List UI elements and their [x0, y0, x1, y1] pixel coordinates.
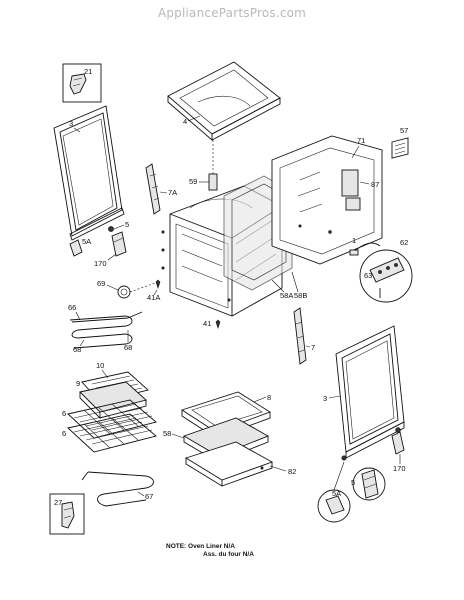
callout-3-right: 3	[323, 394, 327, 403]
part-62-terminal-block-inset[interactable]	[359, 249, 413, 303]
note-line-1: NOTE: Oven Liner N/A	[166, 543, 235, 550]
part-41-screw[interactable]	[215, 319, 221, 329]
callout-10: 10	[96, 361, 104, 370]
part-7A-side-bracket[interactable]	[145, 163, 161, 215]
callout-6-a: 6	[62, 409, 66, 418]
part-5A-hinge-receiver-left[interactable]	[69, 239, 83, 257]
callout-66: 66	[68, 303, 76, 312]
callout-68-a: 68	[73, 345, 81, 354]
part-27-bracket[interactable]	[49, 493, 85, 535]
callout-41A: 41A	[147, 293, 160, 302]
note-line-2: Ass. du four N/A	[203, 551, 254, 558]
callout-57: 57	[400, 126, 408, 135]
callout-58B: 58B	[294, 291, 307, 300]
callout-58A: 58A	[280, 291, 293, 300]
part-59-vent-tube[interactable]	[208, 140, 218, 191]
part-69-light-lens[interactable]	[117, 281, 159, 299]
callout-4: 4	[183, 117, 187, 126]
callout-62: 62	[400, 238, 408, 247]
callout-69: 69	[97, 279, 105, 288]
callout-5A-right: 5A	[332, 489, 341, 498]
callout-6-b: 6	[62, 429, 66, 438]
callout-170-left: 170	[94, 259, 107, 268]
part-21-drawer-bracket[interactable]	[62, 63, 102, 103]
callout-58: 58	[163, 429, 171, 438]
part-3-door-panel-left[interactable]	[53, 105, 125, 241]
part-67-broil-element[interactable]	[81, 471, 154, 507]
diagram-note: NOTE: Oven Liner N/A Ass. du four N/A	[166, 543, 254, 559]
callout-8: 8	[267, 393, 271, 402]
part-41A-screw[interactable]	[155, 279, 161, 289]
part-66-bake-element[interactable]	[69, 311, 143, 349]
watermark: AppliancePartsPros.com	[157, 6, 307, 20]
callout-27: 27	[54, 498, 62, 507]
callout-67: 67	[145, 492, 153, 501]
callout-71: 71	[357, 136, 365, 145]
callout-1: 1	[352, 236, 356, 245]
part-170-hinge-left[interactable]	[111, 231, 127, 257]
callout-3-left: 3	[69, 119, 73, 128]
part-3-door-panel-right[interactable]	[335, 325, 405, 459]
callout-7: 7	[311, 343, 315, 352]
part-1-wire-harness[interactable]	[349, 242, 381, 256]
part-57-vent-grille[interactable]	[391, 137, 409, 159]
callout-5A-left: 5A	[82, 237, 91, 246]
callout-41: 41	[203, 319, 211, 328]
part-5A-hinge-receiver-right[interactable]	[317, 455, 351, 523]
part-5-hinge-right[interactable]	[352, 467, 386, 501]
part-5-screw-left[interactable]	[108, 226, 114, 232]
callout-63: 63	[364, 271, 372, 280]
part-82-bottom-shield[interactable]	[184, 441, 274, 487]
callout-59: 59	[189, 177, 197, 186]
part-71-back-panel[interactable]	[271, 135, 383, 265]
callout-82: 82	[288, 467, 296, 476]
callout-87: 87	[371, 180, 379, 189]
callout-170-right: 170	[393, 464, 406, 473]
part-6-oven-rack-lower[interactable]	[67, 413, 157, 453]
callout-21: 21	[84, 67, 92, 76]
callout-68-b: 68	[124, 343, 132, 352]
part-4-top-panel[interactable]	[167, 61, 281, 141]
part-170-hinge-right[interactable]	[391, 427, 405, 455]
callout-5-right: 5	[351, 478, 355, 487]
part-7-side-bracket[interactable]	[293, 307, 307, 365]
callout-7A: 7A	[168, 188, 177, 197]
callout-9: 9	[76, 379, 80, 388]
callout-5-left: 5	[125, 220, 129, 229]
